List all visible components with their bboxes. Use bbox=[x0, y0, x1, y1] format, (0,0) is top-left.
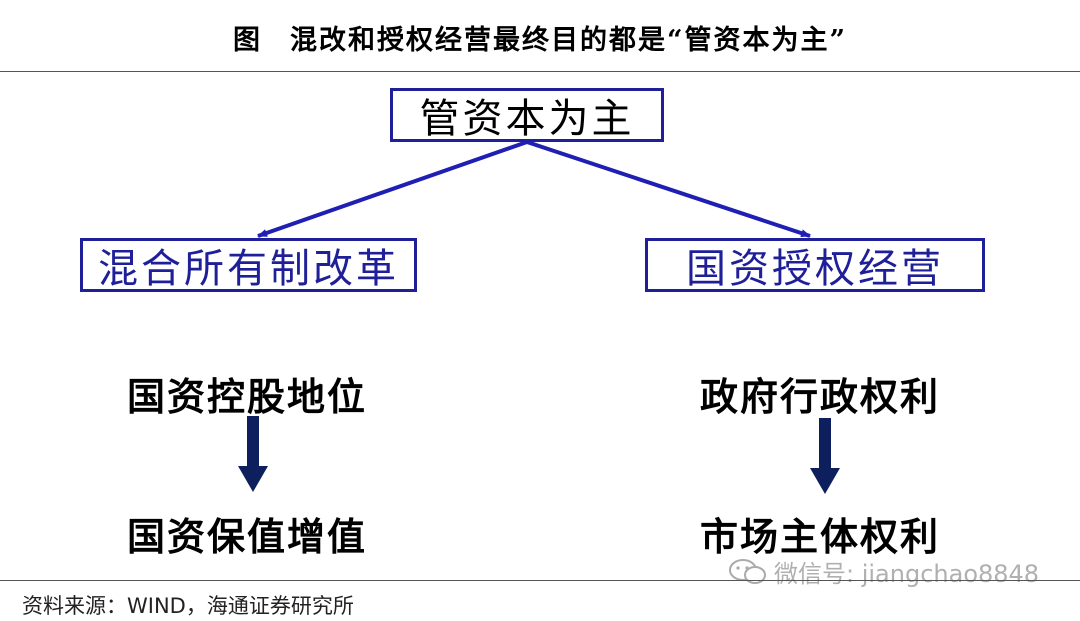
left-from-node: 国资控股地位 bbox=[127, 374, 368, 419]
left-branch-label: 混合所有制改革 bbox=[98, 246, 399, 292]
arrow-to-right-box bbox=[526, 140, 811, 238]
down-arrow-right bbox=[810, 418, 840, 494]
right-to-node: 市场主体权利 bbox=[700, 514, 941, 559]
wechat-icon bbox=[729, 558, 766, 584]
watermark: 微信号: jiangchao8848 bbox=[728, 554, 1039, 589]
source-note: 资料来源：WIND，海通证券研究所 bbox=[22, 594, 354, 618]
top-node-label: 管资本为主 bbox=[419, 96, 635, 142]
bottom-rule bbox=[0, 580, 1080, 581]
figure-title: 图混改和授权经营最终目的都是“管资本为主” bbox=[0, 18, 1080, 57]
arrow-to-left-box bbox=[257, 140, 528, 238]
right-from-node: 政府行政权利 bbox=[700, 374, 941, 419]
left-branch-box: 混合所有制改革 bbox=[80, 238, 417, 292]
right-branch-box: 国资授权经营 bbox=[645, 238, 985, 292]
figure-title-text: 混改和授权经营最终目的都是“管资本为主” bbox=[289, 25, 848, 56]
figure-label: 图 bbox=[232, 25, 262, 56]
top-rule bbox=[0, 71, 1080, 72]
left-to-node: 国资保值增值 bbox=[127, 514, 368, 559]
down-arrow-left bbox=[238, 416, 268, 492]
watermark-text: 微信号: jiangchao8848 bbox=[774, 560, 1040, 588]
top-node-box: 管资本为主 bbox=[390, 88, 664, 142]
right-branch-label: 国资授权经营 bbox=[686, 246, 944, 292]
